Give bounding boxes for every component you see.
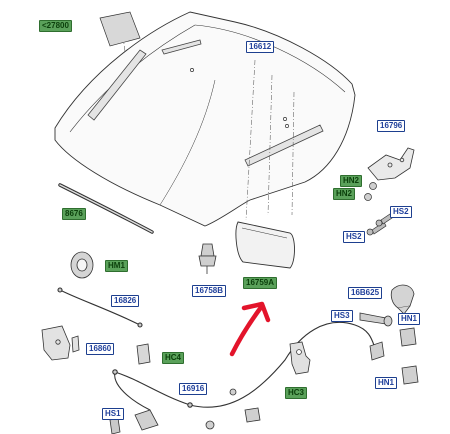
fastener-hn1 bbox=[369, 327, 419, 385]
hood-bolts bbox=[190, 68, 289, 128]
grommet-hm1 bbox=[70, 251, 94, 279]
part-label-hs2-a[interactable]: HS2 bbox=[390, 206, 412, 218]
clip-hc3 bbox=[289, 341, 311, 375]
cable-fittings bbox=[134, 388, 261, 431]
part-label-hm1[interactable]: HM1 bbox=[105, 260, 128, 272]
part-label-16758b[interactable]: 16758B bbox=[192, 285, 227, 297]
part-label-hc3[interactable]: HC3 bbox=[285, 387, 308, 399]
part-label-16916[interactable]: 16916 bbox=[179, 383, 208, 395]
release-handle bbox=[390, 284, 415, 315]
part-label-hn2-b[interactable]: HN2 bbox=[333, 188, 356, 200]
part-label-16826[interactable]: 16826 bbox=[111, 295, 140, 307]
hinge-nuts bbox=[364, 182, 377, 201]
part-label-hn2-a[interactable]: HN2 bbox=[340, 175, 363, 187]
part-label-16860[interactable]: 16860 bbox=[86, 343, 115, 355]
screws-hs1 bbox=[109, 417, 121, 434]
part-label-16759a[interactable]: 16759A bbox=[243, 277, 278, 289]
part-label-hc4[interactable]: HC4 bbox=[162, 352, 185, 364]
prop-rod bbox=[57, 287, 143, 328]
hood-ribs bbox=[87, 39, 324, 167]
part-label-8676[interactable]: 8676 bbox=[62, 208, 86, 220]
part-label-hs1[interactable]: HS1 bbox=[102, 408, 124, 420]
part-label-hn1-b[interactable]: HN1 bbox=[375, 377, 398, 389]
bumper-stop bbox=[198, 243, 217, 274]
part-label-hn1-a[interactable]: HN1 bbox=[398, 313, 421, 325]
pin-hs3 bbox=[359, 312, 393, 327]
clip-hc4 bbox=[136, 343, 151, 365]
part-label-hs2-b[interactable]: HS2 bbox=[343, 231, 365, 243]
hood-pad bbox=[235, 221, 295, 269]
part-label-27800[interactable]: <27800 bbox=[39, 20, 72, 32]
latch-bracket bbox=[41, 325, 80, 361]
annotation-arrow bbox=[229, 301, 271, 357]
hood-panel bbox=[54, 11, 356, 227]
part-label-16612[interactable]: 16612 bbox=[246, 41, 275, 53]
release-cable bbox=[112, 321, 376, 411]
part-label-hs3[interactable]: HS3 bbox=[331, 310, 353, 322]
decal-part bbox=[99, 11, 141, 47]
hood-hinge bbox=[367, 147, 415, 181]
part-label-16b625[interactable]: 16B625 bbox=[348, 287, 383, 299]
part-label-16796[interactable]: 16796 bbox=[377, 120, 406, 132]
